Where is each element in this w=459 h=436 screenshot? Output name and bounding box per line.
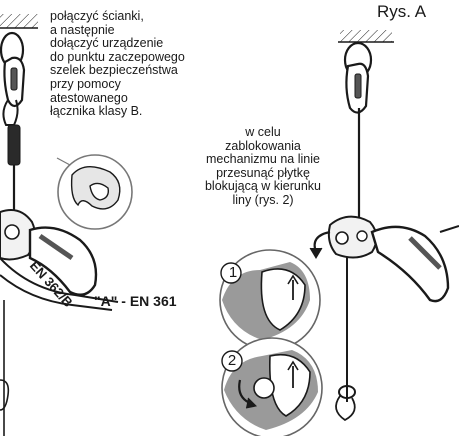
left-instruction-block: połączyć ścianki, a następnie dołączyć u… (50, 10, 230, 119)
left-instruction-line: a następnie (50, 24, 230, 38)
right-instruction-line: blokującą w kierunku (194, 180, 332, 194)
rys-title: Rys. A (377, 3, 426, 21)
left-instruction-line: szelek bezpieczeństwa (50, 64, 230, 78)
left-instruction-line: łącznika klasy B. (50, 105, 230, 119)
left-instruction-line: do punktu zaczepowego (50, 51, 230, 65)
left-absorber (8, 125, 20, 165)
right-instruction-block: w celu zablokowania mechanizmu na linie … (194, 126, 332, 208)
right-instruction-line: w celu (194, 126, 332, 140)
right-instruction-line: liny (rys. 2) (194, 194, 332, 208)
right-anchor-hatch (340, 30, 392, 42)
step-1-label: 1 (223, 263, 243, 283)
right-instruction-line: zablokowania (194, 140, 332, 154)
right-instruction-line: przesunąć płytkę (194, 167, 332, 181)
right-instruction-line: mechanizmu na linie (194, 153, 332, 167)
right-assembly (310, 30, 459, 420)
standard-label-en361: "A" - EN 361 (94, 294, 177, 309)
left-instruction-line: atestowanego (50, 92, 230, 106)
left-instruction-line: dołączyć urządzenie (50, 37, 230, 51)
left-instruction-line: przy pomocy (50, 78, 230, 92)
left-instruction-line: połączyć ścianki, (50, 10, 230, 24)
left-anchor-hatch (0, 14, 38, 28)
step-2-label: 2 (222, 351, 242, 371)
